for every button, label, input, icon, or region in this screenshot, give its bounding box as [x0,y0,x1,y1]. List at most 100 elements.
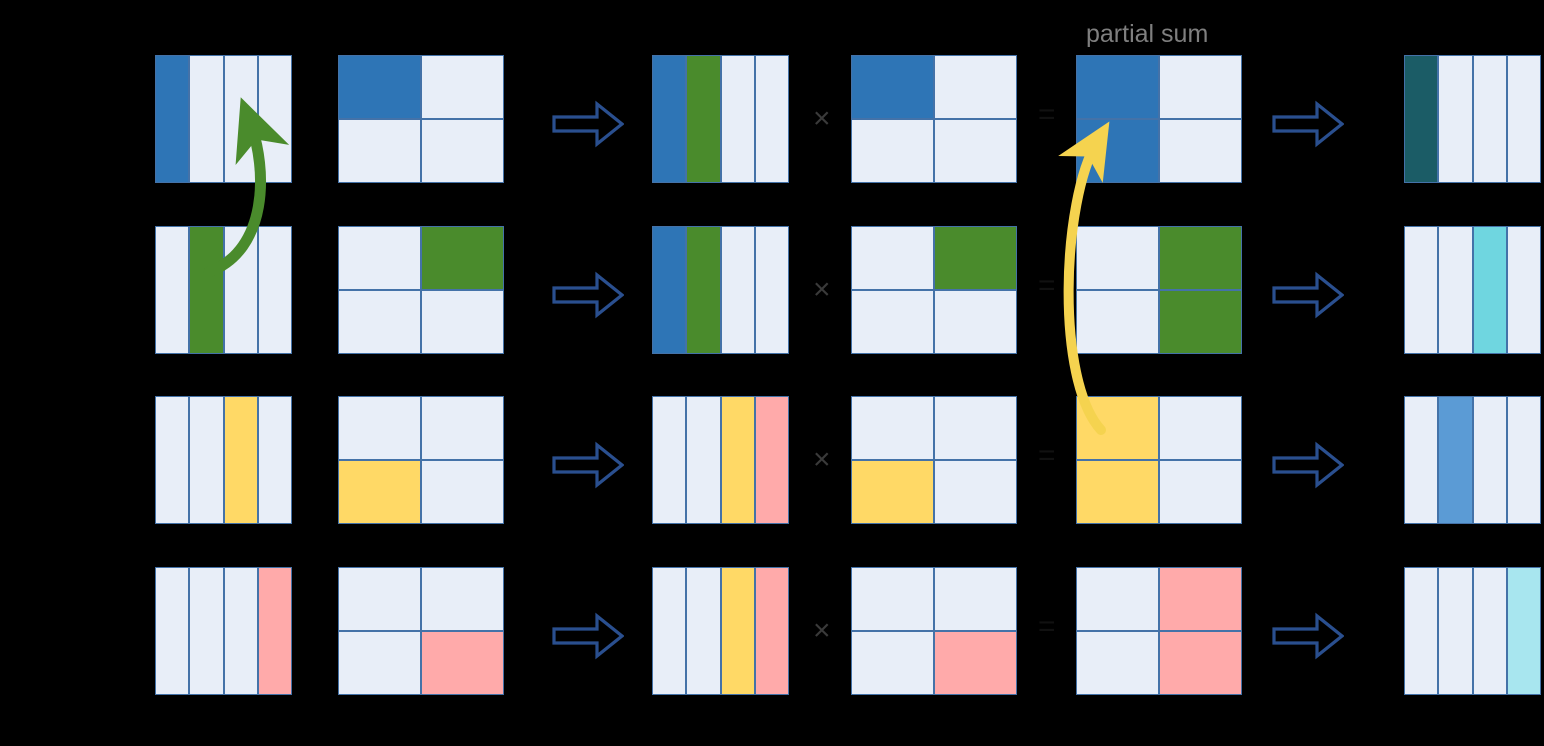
weight-shard-cell-1-0 [338,290,421,354]
input-shard-row-3 [155,567,292,695]
gathered-input-cell-2 [720,567,755,695]
input-shard-cell-0 [155,55,190,183]
gathered-input-row-3 [652,567,789,695]
reducescatter-arrow-row-3 [1272,612,1345,660]
block-arrow-icon [1272,441,1345,489]
input-shard-cell-0 [155,567,190,695]
gathered-input-cell-3 [754,226,789,354]
weight-shard-cell-1-1 [421,631,504,695]
weight-block-row-2 [851,396,1017,524]
output-shard-row-3 [1404,567,1541,695]
output-shard-cell-2 [1472,55,1507,183]
output-shard-cell-0 [1404,55,1439,183]
input-shard-cell-3 [257,226,292,354]
gathered-input-cell-1 [686,55,721,183]
partial-sum-row-2 [1076,396,1242,524]
input-shard-cell-1 [189,567,224,695]
weight-block-cell-1-1 [934,119,1017,183]
partial-sum-cell-0-0 [1076,396,1159,460]
times-row-2: × [813,443,831,476]
block-arrow-icon [552,441,625,489]
partial-sum-cell-1-1 [1159,290,1242,354]
times-row-1: × [813,273,831,306]
weight-block-cell-1-1 [934,631,1017,695]
output-shard-row-2 [1404,396,1541,524]
weight-block-cell-0-0 [851,226,934,290]
weight-shard-row-1 [338,226,504,354]
weight-shard-row-3 [338,567,504,695]
weight-shard-cell-1-0 [338,460,421,524]
weight-shard-cell-1-1 [421,119,504,183]
reducescatter-arrow-row-1 [1272,271,1345,319]
block-arrow-icon [1272,271,1345,319]
input-shard-cell-1 [189,396,224,524]
gathered-input-cell-3 [754,396,789,524]
block-arrow-icon [552,100,625,148]
partial-sum-row-1 [1076,226,1242,354]
allgather-arrow-row-0 [552,100,625,148]
input-shard-cell-2 [223,226,258,354]
weight-shard-row-2 [338,396,504,524]
weight-shard-cell-1-1 [421,290,504,354]
input-shard-cell-3 [257,55,292,183]
partial-sum-caption: partial sum [1086,20,1209,48]
partial-sum-cell-1-0 [1076,290,1159,354]
weight-block-cell-0-0 [851,55,934,119]
gathered-input-cell-1 [686,567,721,695]
weight-block-cell-0-0 [851,396,934,460]
partial-sum-cell-1-1 [1159,631,1242,695]
input-shard-cell-2 [223,567,258,695]
weight-shard-cell-0-0 [338,226,421,290]
input-shard-cell-0 [155,226,190,354]
output-shard-cell-3 [1506,396,1541,524]
partial-sum-cell-1-0 [1076,631,1159,695]
gathered-input-cell-1 [686,396,721,524]
partial-sum-cell-0-1 [1159,55,1242,119]
gathered-input-cell-2 [720,226,755,354]
input-shard-row-2 [155,396,292,524]
weight-block-cell-0-1 [934,226,1017,290]
weight-block-cell-1-1 [934,460,1017,524]
equals-row-1: = [1038,269,1056,302]
weight-block-cell-1-1 [934,290,1017,354]
weight-block-cell-0-0 [851,567,934,631]
partial-sum-cell-1-1 [1159,119,1242,183]
partial-sum-row-3 [1076,567,1242,695]
weight-block-cell-0-1 [934,567,1017,631]
gathered-input-cell-0 [652,226,687,354]
weight-shard-cell-1-0 [338,631,421,695]
output-shard-cell-3 [1506,55,1541,183]
gathered-input-cell-0 [652,567,687,695]
equals-row-2: = [1038,439,1056,472]
weight-block-cell-1-0 [851,119,934,183]
weight-block-cell-1-0 [851,290,934,354]
input-shard-cell-3 [257,396,292,524]
weight-shard-cell-0-1 [421,226,504,290]
block-arrow-icon [1272,612,1345,660]
output-shard-cell-1 [1438,226,1473,354]
weight-block-row-1 [851,226,1017,354]
weight-shard-cell-1-1 [421,460,504,524]
partial-sum-cell-0-1 [1159,567,1242,631]
reducescatter-arrow-row-2 [1272,441,1345,489]
weight-block-row-3 [851,567,1017,695]
weight-block-cell-0-1 [934,55,1017,119]
output-shard-cell-1 [1438,55,1473,183]
output-shard-row-0 [1404,55,1541,183]
block-arrow-icon [1272,100,1345,148]
gathered-input-cell-3 [754,55,789,183]
gathered-input-cell-0 [652,55,687,183]
output-shard-cell-1 [1438,396,1473,524]
input-shard-cell-0 [155,396,190,524]
partial-sum-cell-0-0 [1076,567,1159,631]
allgather-arrow-row-1 [552,271,625,319]
partial-sum-cell-1-1 [1159,460,1242,524]
partial-sum-row-0 [1076,55,1242,183]
reducescatter-arrow-row-0 [1272,100,1345,148]
gathered-input-cell-2 [720,396,755,524]
weight-shard-cell-0-0 [338,55,421,119]
partial-sum-cell-1-0 [1076,119,1159,183]
output-shard-row-1 [1404,226,1541,354]
output-shard-cell-0 [1404,567,1439,695]
